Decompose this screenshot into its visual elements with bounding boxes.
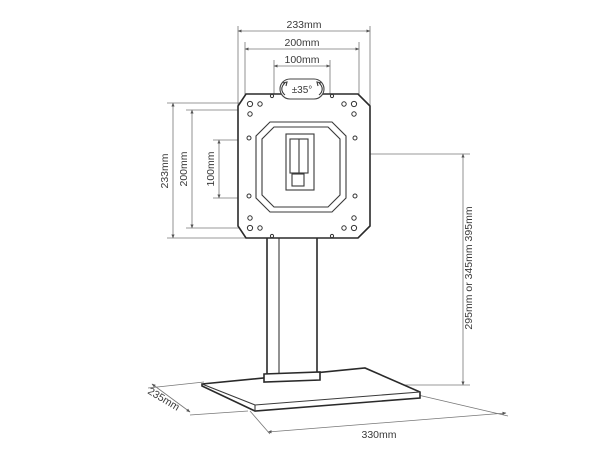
plate-width-outer-label: 233mm [286, 19, 321, 31]
stand-column [263, 225, 321, 383]
height-options-label: 295mm or 345mm 395mm [463, 206, 475, 329]
plate-width-mid-label: 200mm [284, 37, 319, 49]
plate-width-inner-label: 100mm [284, 54, 319, 66]
vesa-mount-plate [237, 93, 371, 239]
rotation-indicator [279, 78, 325, 100]
plate-height-mid-label: 200mm [178, 151, 190, 186]
base-depth-label: 235mm [145, 385, 181, 413]
base-width-label: 330mm [361, 429, 396, 441]
rotation-label: ±35° [292, 85, 313, 96]
overall-height-dimension-lines [360, 153, 470, 386]
base-dimension-lines [147, 381, 509, 435]
mounting-holes [246, 93, 358, 239]
base-plate [201, 367, 421, 412]
plate-height-outer-label: 233mm [159, 153, 171, 188]
plate-height-inner-label: 100mm [205, 151, 217, 186]
width-dimension-lines [237, 26, 371, 122]
